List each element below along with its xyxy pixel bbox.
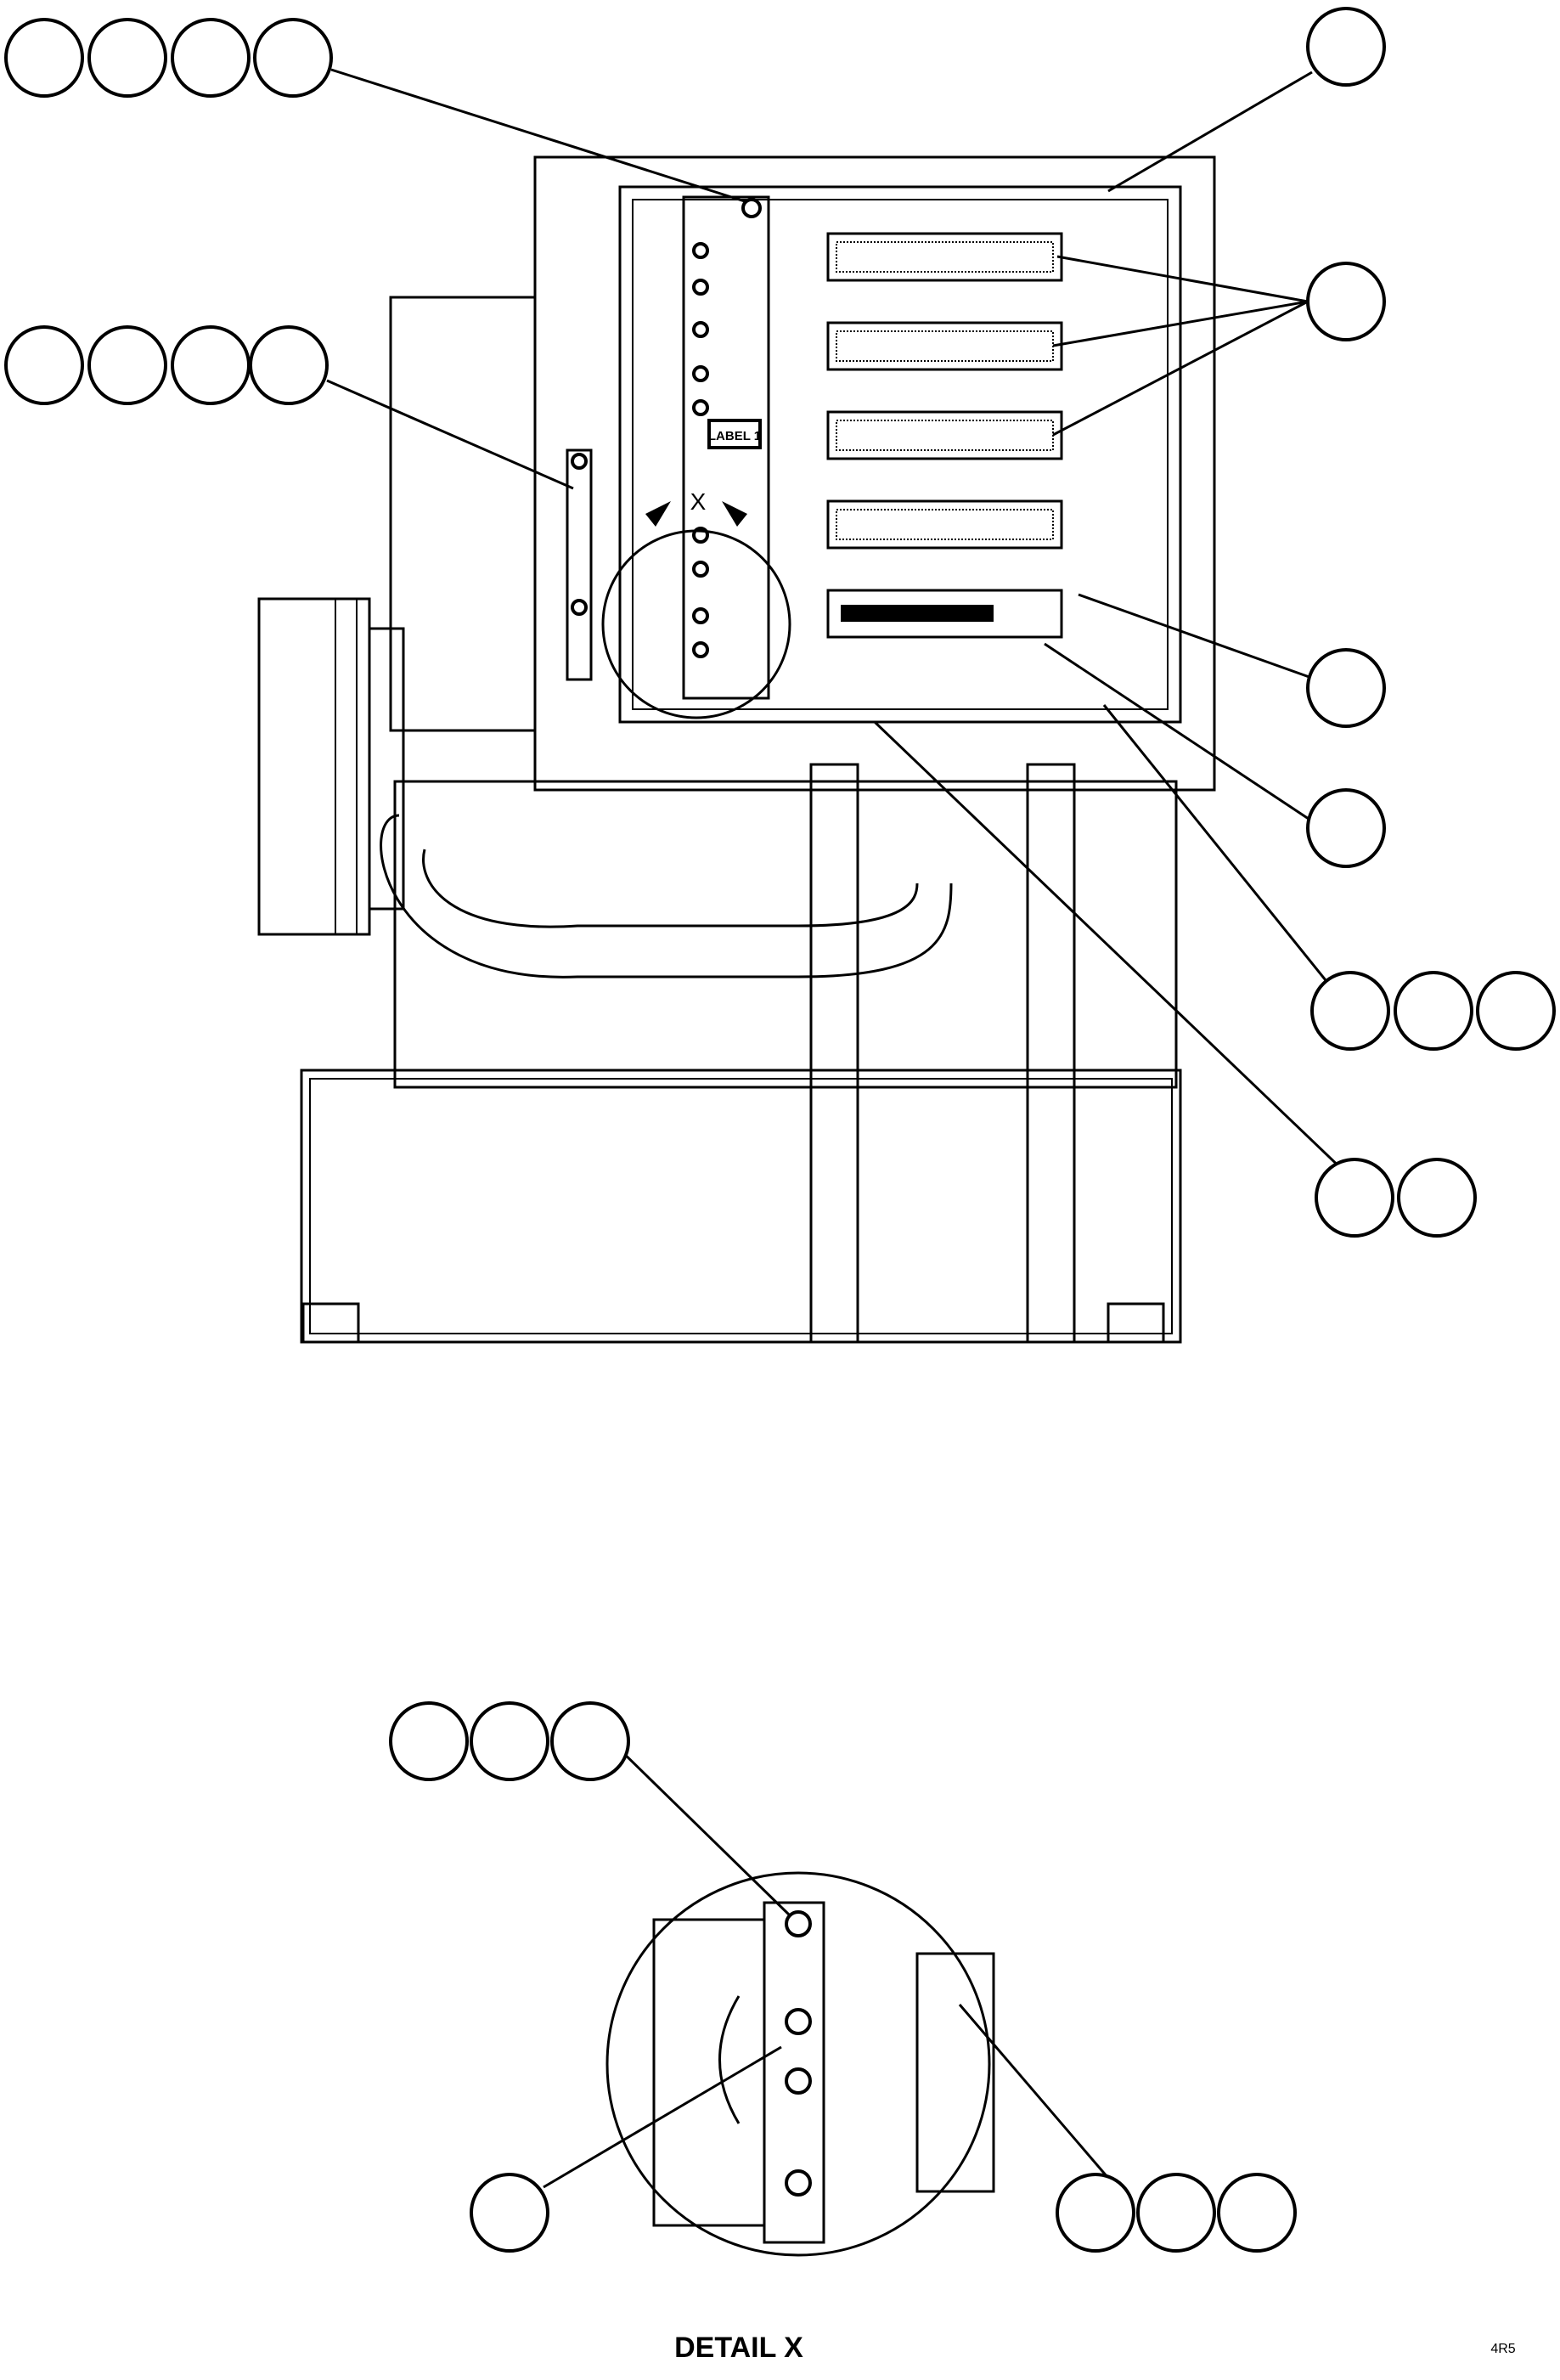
callout-detail-top [389,1701,630,1781]
terminal-strip [682,195,770,700]
detail-caption: DETAIL X [674,2332,803,2364]
rail-left [809,763,859,1344]
door-handle [566,448,593,681]
main-assembly: LABEL 1 [257,155,1216,1344]
callout-bottom-rail [1310,971,1556,1051]
callout-top-right [1306,7,1386,87]
callout-frame [1306,788,1386,868]
cabinet-door-frame [618,185,1182,724]
detail-marker: X [690,488,707,515]
callout-door-hinge [1306,648,1386,728]
callout-detail-right [1056,2173,1297,2253]
detail-x [605,1871,995,2257]
detail-circle-main [601,529,791,719]
pipe [380,814,953,979]
duct-flange [257,597,371,936]
leader-lines-detail [543,1744,1114,2189]
callout-filters [1306,262,1386,341]
side-box [389,296,537,732]
callout-top-left [4,18,333,98]
middle-chassis [393,780,1178,1089]
callout-left-handle [4,325,329,405]
detail-circle [605,1871,991,2257]
label-1-text: LABEL 1 [708,429,761,443]
label-1-plate [707,419,762,449]
callout-panel-bottom [1315,1158,1477,1238]
foot-left [301,1302,360,1344]
leader-lines-main [326,68,1369,1195]
sheet-code: 4R5 [1490,2342,1515,2356]
filter-stack [826,232,1063,639]
rail-right [1026,763,1076,1344]
cabinet [533,155,1216,792]
foot-right [1107,1302,1165,1344]
terminals [692,198,762,658]
callout-detail-left [470,2173,549,2253]
base-box [300,1069,1182,1344]
